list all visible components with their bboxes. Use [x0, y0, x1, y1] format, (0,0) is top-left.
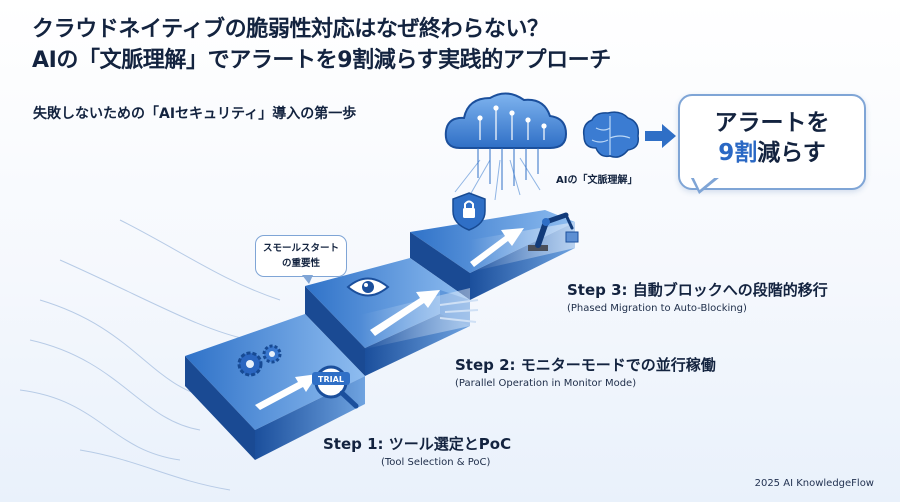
eye-icon — [346, 277, 390, 297]
step-3-name: Step 3: 自動ブロックへの段階的移行 — [567, 281, 828, 299]
brain-icon — [582, 111, 640, 158]
gears-icon — [237, 344, 282, 377]
progress-arrows — [255, 228, 524, 410]
title-line-2: AIの「文脈理解」でアラートを9割減らす実践的アプローチ — [32, 48, 611, 73]
step-1-name: Step 1: ツール選定とPoC — [323, 435, 512, 453]
page-subtitle: 失敗しないための「AIセキュリティ」導入の第一歩 — [33, 106, 357, 122]
magnifier-icon: TRIAL — [312, 365, 359, 409]
step-2-name: Step 2: モニターモードでの並行稼働 — [455, 356, 716, 374]
cloud-caption: AIの「文脈理解」 — [556, 175, 638, 186]
step-2-label: Step 2: モニターモードでの並行稼働 (Parallel Operatio… — [455, 354, 716, 389]
callout-line-2: 9割減らす — [680, 138, 864, 168]
small-start-bubble: スモールスタート の重要性 — [255, 235, 347, 277]
trial-tag: TRIAL — [318, 375, 344, 384]
bubble-line-1: スモールスタート — [262, 243, 339, 254]
page-title: クラウドネイティブの脆弱性対応はなぜ終わらない？ AIの「文脈理解」でアラートを… — [32, 14, 611, 76]
callout-tail-inner — [688, 177, 716, 190]
arrow-right-icon — [645, 124, 676, 148]
callout-rest: 減らす — [757, 140, 826, 166]
bubble-line-2: の重要性 — [281, 258, 320, 269]
callout-accent: 9割 — [718, 140, 758, 166]
title-line-1: クラウドネイティブの脆弱性対応はなぜ終わらない？ — [32, 17, 549, 42]
step-3-label: Step 3: 自動ブロックへの段階的移行 (Phased Migration … — [567, 279, 828, 314]
lock-shield-icon — [452, 192, 486, 231]
robot-arm-icon — [528, 212, 579, 251]
step-1-label: Step 1: ツール選定とPoC (Tool Selection & PoC) — [323, 433, 511, 468]
footer-credit: 2025 AI KnowledgeFlow — [754, 478, 874, 489]
step-1-english: (Tool Selection & PoC) — [381, 457, 491, 468]
step-3-english: (Phased Migration to Auto-Blocking) — [567, 303, 747, 314]
cloud-icon — [444, 92, 568, 190]
alert-reduction-callout: アラートを 9割減らす — [678, 94, 866, 190]
step-2-english: (Parallel Operation in Monitor Mode) — [455, 378, 637, 389]
bubble-tail — [302, 275, 313, 284]
callout-line-1: アラートを — [714, 110, 830, 136]
speed-lines — [439, 299, 479, 323]
